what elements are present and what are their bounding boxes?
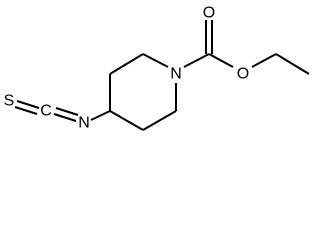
bond-c-n-1: [53, 113, 77, 122]
atom-label-oxygen-carbonyl: O: [203, 5, 215, 22]
atom-label-nitrogen-isothiocyanate: N: [78, 115, 90, 132]
molecule-drawing: S C N N O O: [4, 5, 310, 132]
piperidine-ring: [109, 53, 177, 131]
bond-s-c-2: [16, 100, 40, 109]
bond-n-c4: [90, 110, 111, 121]
structure-diagram: S C N N O O: [3, 4, 310, 132]
carbamate-group: [183, 20, 310, 75]
bond-c-n-2: [55, 107, 79, 116]
bond-s-c-1: [14, 106, 38, 115]
bond-o-ch2: [251, 53, 277, 68]
atom-label-oxygen-ester: O: [237, 66, 249, 83]
bond-c5-c4: [109, 110, 144, 131]
atom-label-carbon: C: [40, 103, 52, 120]
atom-label-sulfur: S: [4, 93, 15, 110]
bond-ch2-ch3: [275, 53, 310, 75]
atom-label-nitrogen-ring: N: [170, 66, 182, 83]
bond-n1-carbonyl-c: [183, 53, 210, 68]
bond-c-o-ester: [208, 53, 234, 68]
bond-c6-c5: [142, 110, 177, 131]
bond-c2-n1: [142, 53, 169, 68]
isothiocyanate-group: [14, 100, 111, 122]
bond-c3-c2: [109, 53, 144, 75]
